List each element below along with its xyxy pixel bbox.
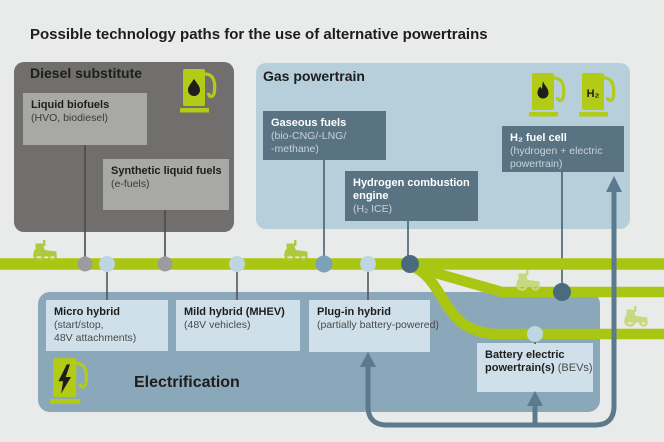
node-hydrogen-ice	[401, 255, 419, 273]
node-synthetic-fuels	[157, 256, 173, 272]
tractor-icon	[283, 238, 309, 261]
diesel-substitute-panel: Diesel substitute Liquid biofuels (HVO, …	[14, 62, 234, 232]
box-subtitle: 48V attachments)	[54, 332, 137, 344]
battery-electric-box: Battery electric powertrain(s) (BEVs)	[477, 343, 593, 392]
box-subtitle: (e-fuels)	[111, 178, 150, 190]
plug-in-hybrid-box: Plug-in hybrid (partially battery-powere…	[309, 300, 439, 352]
box-title-line2: powertrain(s) (BEVs)	[485, 362, 593, 374]
gas-powertrain-panel: Gas powertrain Gaseous fuels (bio-CNG/-L…	[256, 63, 630, 229]
mild-hybrid-box: Mild hybrid (MHEV) (48V vehicles)	[176, 300, 300, 351]
electrification-panel: Micro hybrid (start/stop, 48V attachment…	[38, 292, 600, 412]
tractor-icon	[515, 268, 541, 291]
tractor-icon	[32, 238, 58, 261]
box-title: Micro hybrid	[54, 306, 121, 318]
h2-fuel-cell-box: H₂ fuel cell (hydrogen + electric powert…	[502, 126, 624, 172]
electrification-label: Electrification	[134, 374, 240, 391]
box-title: Liquid biofuels	[31, 99, 110, 111]
box-subtitle: -methane)	[271, 143, 319, 155]
box-title: Plug-in hybrid	[317, 306, 391, 318]
box-title: Synthetic liquid fuels	[111, 165, 222, 177]
synthetic-liquid-fuels-box: Synthetic liquid fuels (e-fuels)	[103, 159, 229, 210]
diesel-substitute-label: Diesel substitute	[30, 65, 143, 81]
node-plug-in-hybrid	[360, 256, 376, 272]
liquid-biofuels-box: Liquid biofuels (HVO, biodiesel)	[23, 93, 147, 145]
gaseous-fuels-box: Gaseous fuels (bio-CNG/-LNG/ -methane)	[263, 111, 386, 160]
box-title: Gaseous fuels	[271, 117, 347, 129]
tractor-icon	[623, 304, 649, 327]
node-gaseous-fuels	[315, 255, 333, 273]
page-title: Possible technology paths for the use of…	[30, 26, 488, 43]
box-subtitle: (48V vehicles)	[184, 319, 251, 331]
box-subtitle: powertrain)	[510, 158, 563, 170]
box-subtitle: (start/stop,	[54, 319, 104, 331]
box-subtitle: (HVO, biodiesel)	[31, 112, 109, 124]
hydrogen-combustion-engine-box: Hydrogen combustion engine (H₂ ICE)	[345, 171, 478, 221]
box-title: H₂ fuel cell	[510, 132, 567, 144]
box-title-line2: engine	[353, 190, 389, 202]
node-liquid-biofuels	[77, 256, 93, 272]
gas-powertrain-label: Gas powertrain	[263, 68, 365, 84]
box-subtitle: (partially battery-powered)	[317, 319, 439, 331]
box-subtitle: (bio-CNG/-LNG/	[271, 130, 347, 142]
box-subtitle: (hydrogen + electric	[510, 145, 603, 157]
micro-hybrid-box: Micro hybrid (start/stop, 48V attachment…	[46, 300, 168, 351]
box-title: Hydrogen combustion	[353, 177, 470, 189]
box-title: Battery electric	[485, 349, 565, 361]
node-micro-hybrid	[99, 256, 115, 272]
box-title: Mild hybrid (MHEV)	[184, 306, 285, 318]
box-subtitle: (H₂ ICE)	[353, 203, 393, 215]
road-middle-branch	[402, 258, 664, 298]
node-mild-hybrid	[229, 256, 245, 272]
